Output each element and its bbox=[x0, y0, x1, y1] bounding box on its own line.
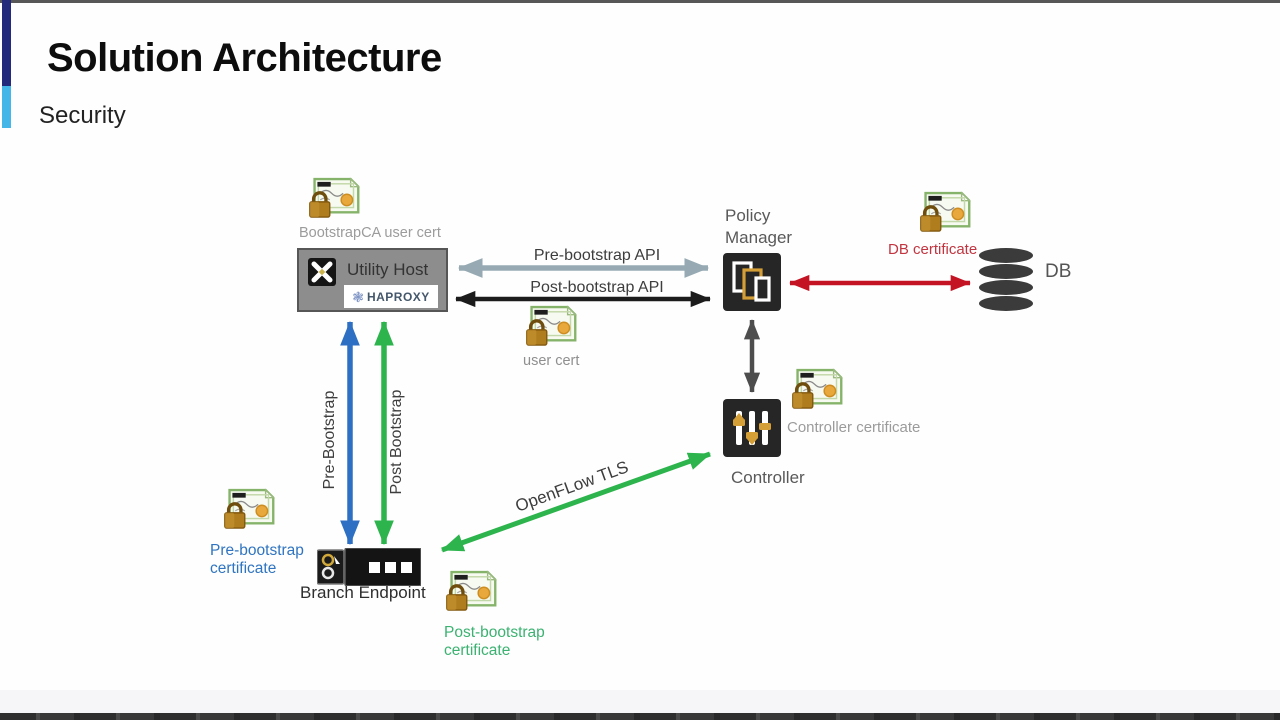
certificate-user-label: user cert bbox=[523, 353, 580, 369]
certificate-post-bootstrap-label-line1: Post-bootstrap bbox=[444, 624, 545, 641]
certificate-controller: Controller certificate bbox=[787, 367, 921, 437]
certificate-pre-bootstrap-label: Pre-bootstrap certificate bbox=[210, 542, 304, 578]
certificate-pre-bootstrap-label-line2: certificate bbox=[210, 560, 277, 577]
slide-title: Solution Architecture bbox=[47, 36, 442, 80]
controller-label: Controller bbox=[731, 468, 805, 487]
bottom-filmstrip bbox=[0, 713, 1280, 720]
haproxy-label: HAPROXY bbox=[366, 289, 430, 304]
branch-endpoint-label: Branch Endpoint bbox=[300, 583, 426, 602]
left-accent-bar-navy bbox=[2, 0, 11, 86]
certificate-pre-bootstrap-label-line1: Pre-bootstrap bbox=[210, 542, 304, 559]
certificate-pre-bootstrap: Pre-bootstrap certificate bbox=[210, 487, 304, 578]
bottom-light-band bbox=[0, 690, 1280, 713]
certificate-controller-label: Controller certificate bbox=[787, 419, 921, 436]
left-accent-bar-cyan bbox=[2, 86, 11, 128]
certificate-bootstrapca-label: BootstrapCA user cert bbox=[299, 225, 441, 241]
certificate-post-bootstrap: Post-bootstrap certificate bbox=[443, 569, 545, 660]
certificate-icon bbox=[919, 191, 971, 233]
db-label: DB bbox=[1045, 261, 1072, 282]
certificate-icon bbox=[223, 488, 275, 530]
policy-manager-label-line2: Manager bbox=[725, 228, 793, 247]
certificate-user: user cert bbox=[523, 304, 580, 370]
label-post-bootstrap-api: Post-bootstrap API bbox=[530, 279, 664, 296]
haproxy-badge: ❃ HAPROXY bbox=[344, 285, 438, 308]
controller-icon bbox=[723, 399, 781, 457]
certificate-icon bbox=[791, 368, 843, 410]
node-utility-host: Utility Host ❃ HAPROXY bbox=[297, 248, 448, 312]
label-pre-bootstrap-api: Pre-bootstrap API bbox=[533, 247, 661, 264]
label-openflow-tls: OpenFLow TLS bbox=[512, 457, 631, 516]
certificate-icon bbox=[445, 570, 497, 612]
certificate-post-bootstrap-label: Post-bootstrap certificate bbox=[444, 624, 545, 660]
arrow-openflow-tls bbox=[441, 451, 711, 553]
db-icon bbox=[979, 248, 1033, 311]
certificate-icon bbox=[525, 305, 577, 347]
certificate-db-label: DB certificate bbox=[888, 241, 978, 258]
policy-manager-label-line1: Policy bbox=[725, 206, 771, 225]
certificate-post-bootstrap-label-line2: certificate bbox=[444, 642, 511, 659]
slide-subtitle: Security bbox=[39, 102, 126, 129]
branch-endpoint-icon bbox=[317, 548, 421, 586]
haproxy-logo-icon: ❃ bbox=[352, 288, 364, 305]
certificate-db: DB certificate bbox=[888, 190, 977, 259]
top-border-line bbox=[0, 0, 1280, 3]
policy-manager-label: Policy Manager bbox=[725, 205, 792, 249]
policy-manager-icon bbox=[723, 253, 781, 311]
certificate-bootstrapca: BootstrapCA user cert bbox=[299, 176, 441, 242]
certificate-icon bbox=[308, 177, 360, 219]
utility-host-icon bbox=[308, 258, 336, 286]
label-post-bootstrap: Post Bootstrap bbox=[388, 389, 405, 495]
label-pre-bootstrap: Pre-Bootstrap bbox=[321, 390, 338, 490]
utility-host-label: Utility Host bbox=[347, 260, 429, 279]
